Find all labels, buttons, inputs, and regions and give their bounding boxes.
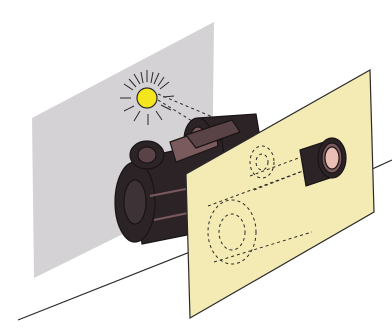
projection-card <box>186 70 374 318</box>
